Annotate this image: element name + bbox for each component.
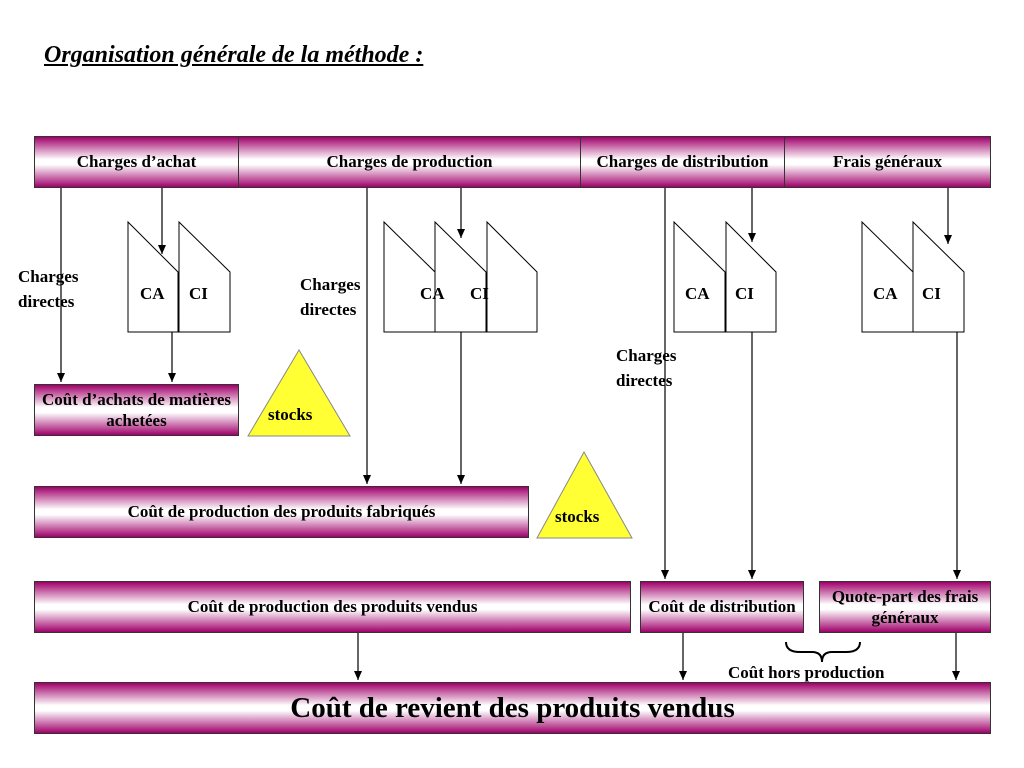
header-charges-production: Charges de production — [239, 136, 581, 188]
box-cout-production-vendus: Coût de production des produits vendus — [34, 581, 631, 633]
charges-directes-production: Charges directes — [300, 275, 361, 319]
diagram-title: Organisation générale de la méthode : — [44, 42, 424, 68]
header-charges-distribution: Charges de distribution — [581, 136, 785, 188]
ca-label-frais: CA — [873, 284, 898, 303]
charges-directes-achat: Charges directes — [18, 267, 79, 311]
hors-production-brace — [785, 641, 861, 663]
cout-hors-production-label: Coût hors production — [728, 663, 885, 682]
header-frais-generaux: Frais généraux — [785, 136, 991, 188]
box-cout-production-fabriques: Coût de production des produits fabriqué… — [34, 486, 529, 538]
box-cout-revient: Coût de revient des produits vendus — [34, 682, 991, 734]
ca-ci-shape-frais — [861, 220, 965, 333]
box-quote-part-frais: Quote-part des frais généraux — [819, 581, 991, 633]
stocks-label-2: stocks — [555, 507, 600, 526]
box-cout-distribution: Coût de distribution — [640, 581, 804, 633]
box-cout-achats: Coût d’achats de matières achetées — [34, 384, 239, 436]
ca-label-production: CA — [420, 284, 445, 303]
ca-ci-shape-distribution — [673, 220, 777, 333]
stocks-label-1: stocks — [268, 405, 313, 424]
charges-directes-distribution: Charges directes — [616, 346, 677, 390]
ci-label-distribution: CI — [735, 284, 754, 303]
stocks-triangle-2 — [536, 450, 633, 539]
header-charges-achat: Charges d’achat — [34, 136, 239, 188]
ci-label-production: CI — [470, 284, 489, 303]
ca-ci-shape-production — [383, 220, 538, 333]
stocks-triangle-1 — [247, 349, 351, 437]
ca-label-achat: CA — [140, 284, 165, 303]
charges-header-bar: Charges d’achat Charges de production Ch… — [34, 136, 991, 188]
ca-label-distribution: CA — [685, 284, 710, 303]
ci-label-frais: CI — [922, 284, 941, 303]
ci-label-achat: CI — [189, 284, 208, 303]
ca-ci-shape-achat — [127, 220, 231, 333]
